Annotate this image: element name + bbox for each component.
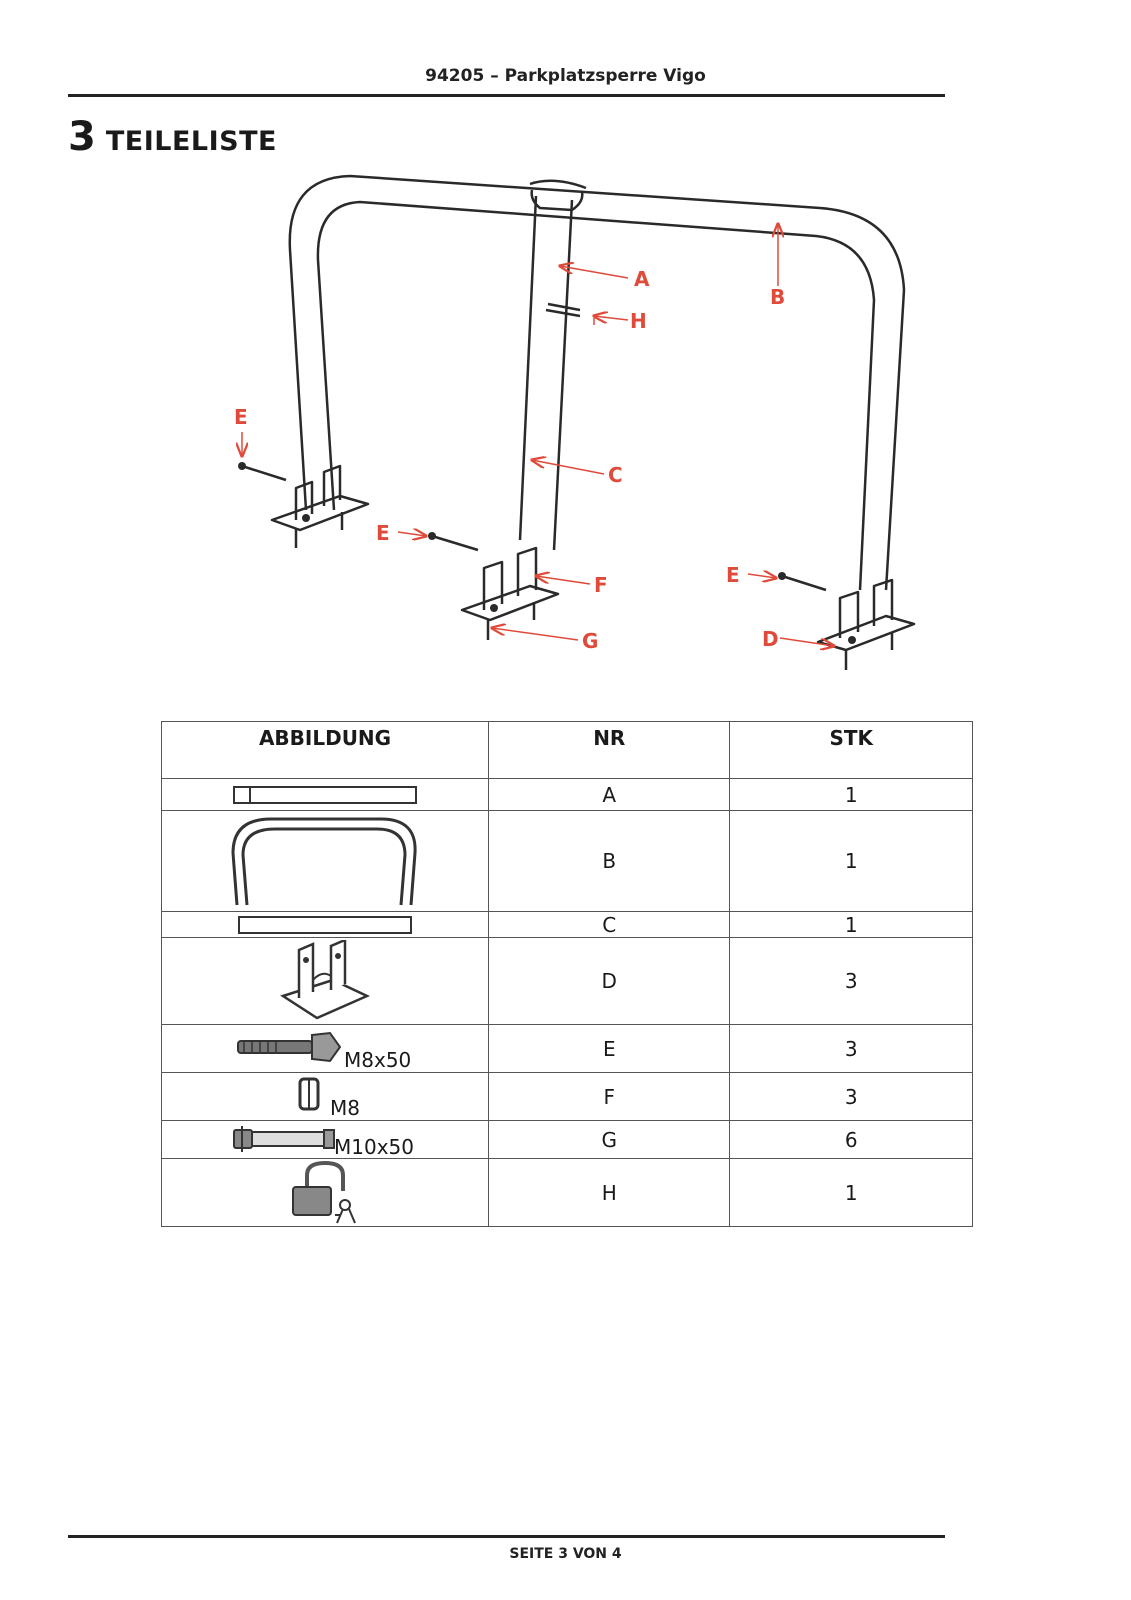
padlock-h-icon [292, 1160, 356, 1223]
part-stk: 3 [729, 1024, 973, 1073]
part-nr: A [488, 778, 731, 811]
part-nr: H [488, 1158, 731, 1227]
u-frame-b-icon [231, 817, 417, 906]
assembly-diagram: A B C D E E E F G H [234, 174, 916, 670]
part-stk: 1 [729, 911, 973, 938]
part-stk: 3 [729, 937, 973, 1025]
table-header-row: ABBILDUNG NR STK [160, 721, 973, 779]
callout-label-h: H [630, 309, 647, 333]
column-header-image: ABBILDUNG [160, 721, 490, 779]
base-plate-d-icon [280, 940, 371, 1020]
callout-label-e-2: E [376, 521, 390, 545]
part-stk: 3 [729, 1072, 973, 1121]
part-nr: F [488, 1072, 731, 1121]
callout-label-e-3: E [726, 563, 740, 587]
callout-label-a: A [634, 267, 650, 291]
part-image-cell [160, 911, 490, 938]
table-row: M8x50 E 3 [160, 1024, 973, 1073]
part-image-cell [160, 1158, 490, 1227]
table-row: C 1 [160, 911, 973, 938]
callout-label-d: D [762, 627, 779, 651]
part-image-cell [160, 937, 490, 1025]
table-row: M10x50 G 6 [160, 1120, 973, 1159]
part-image-cell: M8 [160, 1072, 490, 1121]
callout-label-f: F [594, 573, 608, 597]
part-nr: D [488, 937, 731, 1025]
page-number-footer: SEITE 3 VON 4 [509, 1546, 622, 1562]
table-row: A 1 [160, 778, 973, 811]
footer-rule [68, 1535, 945, 1538]
part-image-cell [160, 810, 490, 912]
anchor-size-label: M10x50 [334, 1135, 414, 1159]
column-header-stk: STK [729, 721, 973, 779]
table-row: M8 F 3 [160, 1072, 973, 1121]
anchor-bolt-g-icon [233, 1126, 335, 1152]
part-nr: B [488, 810, 731, 912]
part-nr: C [488, 911, 731, 938]
table-row: H 1 [160, 1158, 973, 1227]
bolt-e-icon [237, 1031, 342, 1063]
parts-table: ABBILDUNG NR STK A 1 B 1 [160, 721, 973, 1227]
nut-f-icon [298, 1077, 320, 1111]
table-row: D 3 [160, 937, 973, 1025]
part-image-cell: M8x50 [160, 1024, 490, 1073]
column-header-nr: NR [488, 721, 731, 779]
part-image-cell: M10x50 [160, 1120, 490, 1159]
callout-label-e-1: E [234, 405, 248, 429]
document-header-title: 94205 – Parkplatzsperre Vigo [425, 66, 706, 86]
part-stk: 1 [729, 778, 973, 811]
callout-label-g: G [582, 629, 598, 653]
tube-c-icon [238, 915, 413, 934]
part-nr: G [488, 1120, 731, 1159]
callout-label-b: B [770, 285, 785, 309]
part-image-cell [160, 778, 490, 811]
section-title: TEILELISTE [105, 126, 277, 157]
table-row: B 1 [160, 810, 973, 912]
part-stk: 6 [729, 1120, 973, 1159]
part-stk: 1 [729, 1158, 973, 1227]
part-nr: E [488, 1024, 731, 1073]
callout-label-c: C [608, 463, 623, 487]
bolt-size-label: M8x50 [344, 1048, 412, 1072]
section-number: 3 [68, 114, 96, 160]
tube-a-icon [233, 785, 418, 804]
header-rule [68, 94, 945, 97]
nut-size-label: M8 [330, 1096, 360, 1120]
part-stk: 1 [729, 810, 973, 912]
section-heading: 3 TEILELISTE [68, 114, 277, 160]
